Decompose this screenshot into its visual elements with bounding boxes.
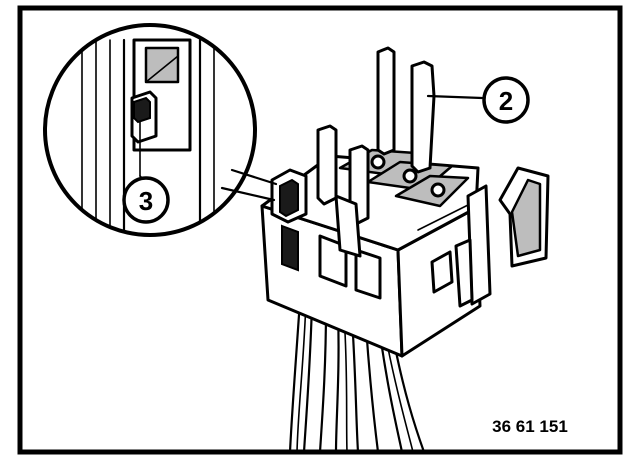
callout-2: 2 — [482, 76, 530, 124]
leader-line-2 — [426, 94, 484, 100]
reference-number: 36 61 151 — [492, 417, 568, 436]
terminal-pins — [316, 46, 436, 258]
callout-3: 3 — [122, 176, 170, 224]
callout-2-label: 2 — [499, 86, 513, 116]
callout-3-label: 3 — [139, 186, 153, 216]
detached-bracket — [498, 166, 550, 268]
lock-tab — [454, 184, 492, 308]
latch-clip — [270, 168, 308, 224]
wire-bundle — [288, 298, 426, 454]
